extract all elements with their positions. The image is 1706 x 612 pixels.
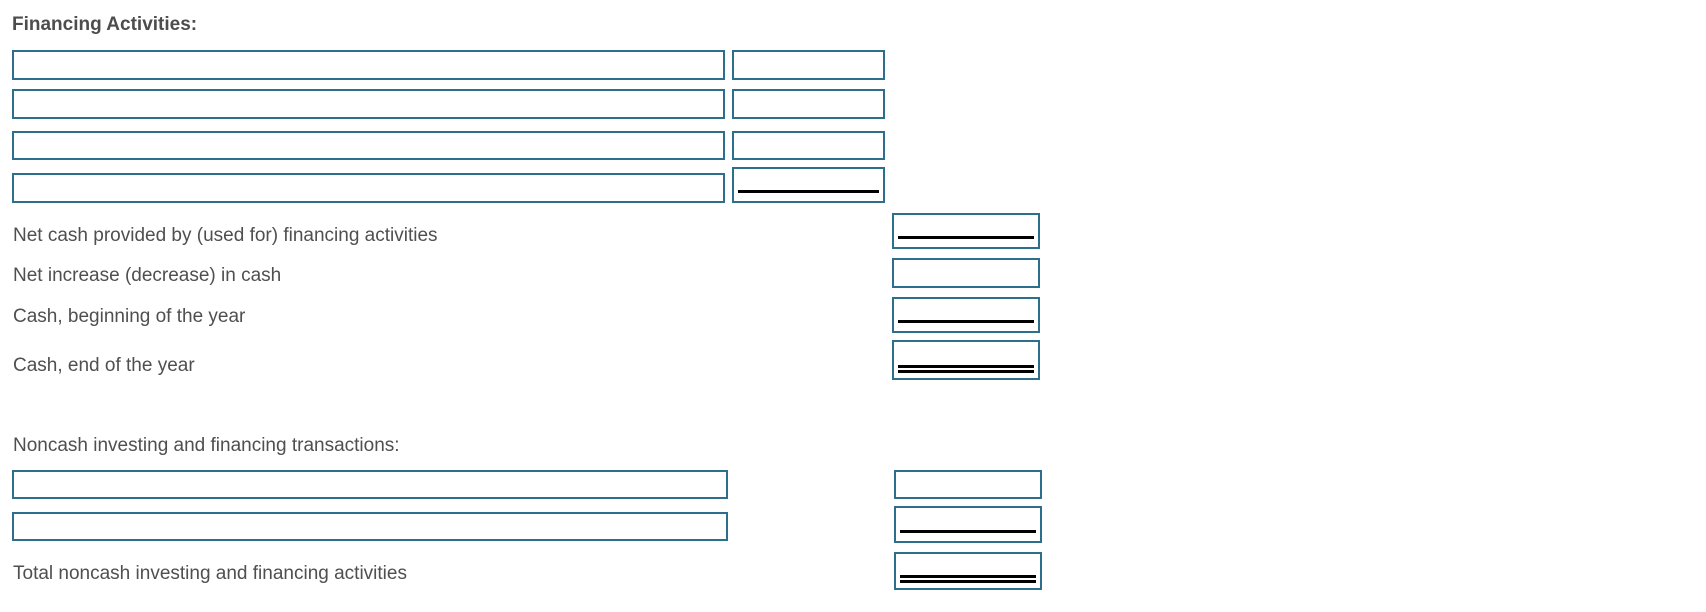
cash-end-amount-cell <box>892 340 1040 380</box>
financing-row-1-amount-input[interactable] <box>734 52 883 78</box>
noncash-heading: Noncash investing and financing transact… <box>13 435 400 456</box>
financing-row-2-description-input[interactable] <box>14 91 723 117</box>
financing-row-2-description-cell <box>12 89 725 119</box>
financing-row-4-amount-input[interactable] <box>734 169 883 201</box>
financing-row-3-description-cell <box>12 131 725 160</box>
noncash-row-2-description-input[interactable] <box>14 514 726 539</box>
cash-beginning-amount-cell <box>892 297 1040 333</box>
financing-row-4-amount-cell <box>732 167 885 203</box>
cash-beginning-amount-input[interactable] <box>894 299 1038 331</box>
noncash-row-1-amount-input[interactable] <box>896 472 1040 497</box>
financing-row-1-description-input[interactable] <box>14 52 723 78</box>
financing-row-4-description-input[interactable] <box>14 175 723 201</box>
noncash-row-2-amount-input[interactable] <box>896 508 1040 541</box>
financing-row-1-amount-cell <box>732 50 885 80</box>
financing-activities-heading: Financing Activities: <box>12 14 198 35</box>
financing-row-2-amount-cell <box>732 89 885 119</box>
total-noncash-label: Total noncash investing and financing ac… <box>13 563 407 584</box>
financing-row-4-description-cell <box>12 173 725 203</box>
cash-end-label: Cash, end of the year <box>13 355 195 376</box>
financing-row-2-amount-input[interactable] <box>734 91 883 117</box>
financing-row-3-description-input[interactable] <box>14 133 723 158</box>
noncash-row-2-description-cell <box>12 512 728 541</box>
noncash-row-1-description-cell <box>12 470 728 499</box>
net-cash-financing-amount-input[interactable] <box>894 215 1038 247</box>
total-noncash-amount-cell <box>894 552 1042 590</box>
net-increase-cash-amount-cell <box>892 258 1040 288</box>
total-noncash-amount-input[interactable] <box>896 554 1040 588</box>
net-increase-cash-label: Net increase (decrease) in cash <box>13 265 282 286</box>
cash-beginning-label: Cash, beginning of the year <box>13 306 246 327</box>
net-increase-cash-amount-input[interactable] <box>894 260 1038 286</box>
cash-end-amount-input[interactable] <box>894 342 1038 378</box>
financing-row-3-amount-input[interactable] <box>734 133 883 158</box>
noncash-row-2-amount-cell <box>894 506 1042 543</box>
net-cash-financing-amount-cell <box>892 213 1040 249</box>
net-cash-financing-label: Net cash provided by (used for) financin… <box>13 225 438 246</box>
financing-row-1-description-cell <box>12 50 725 80</box>
noncash-row-1-description-input[interactable] <box>14 472 726 497</box>
noncash-row-1-amount-cell <box>894 470 1042 499</box>
financing-row-3-amount-cell <box>732 131 885 160</box>
